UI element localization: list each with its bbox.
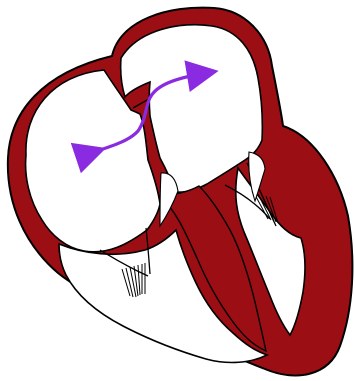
diagram-canvas [0,0,355,381]
heart-diagram [0,0,355,381]
